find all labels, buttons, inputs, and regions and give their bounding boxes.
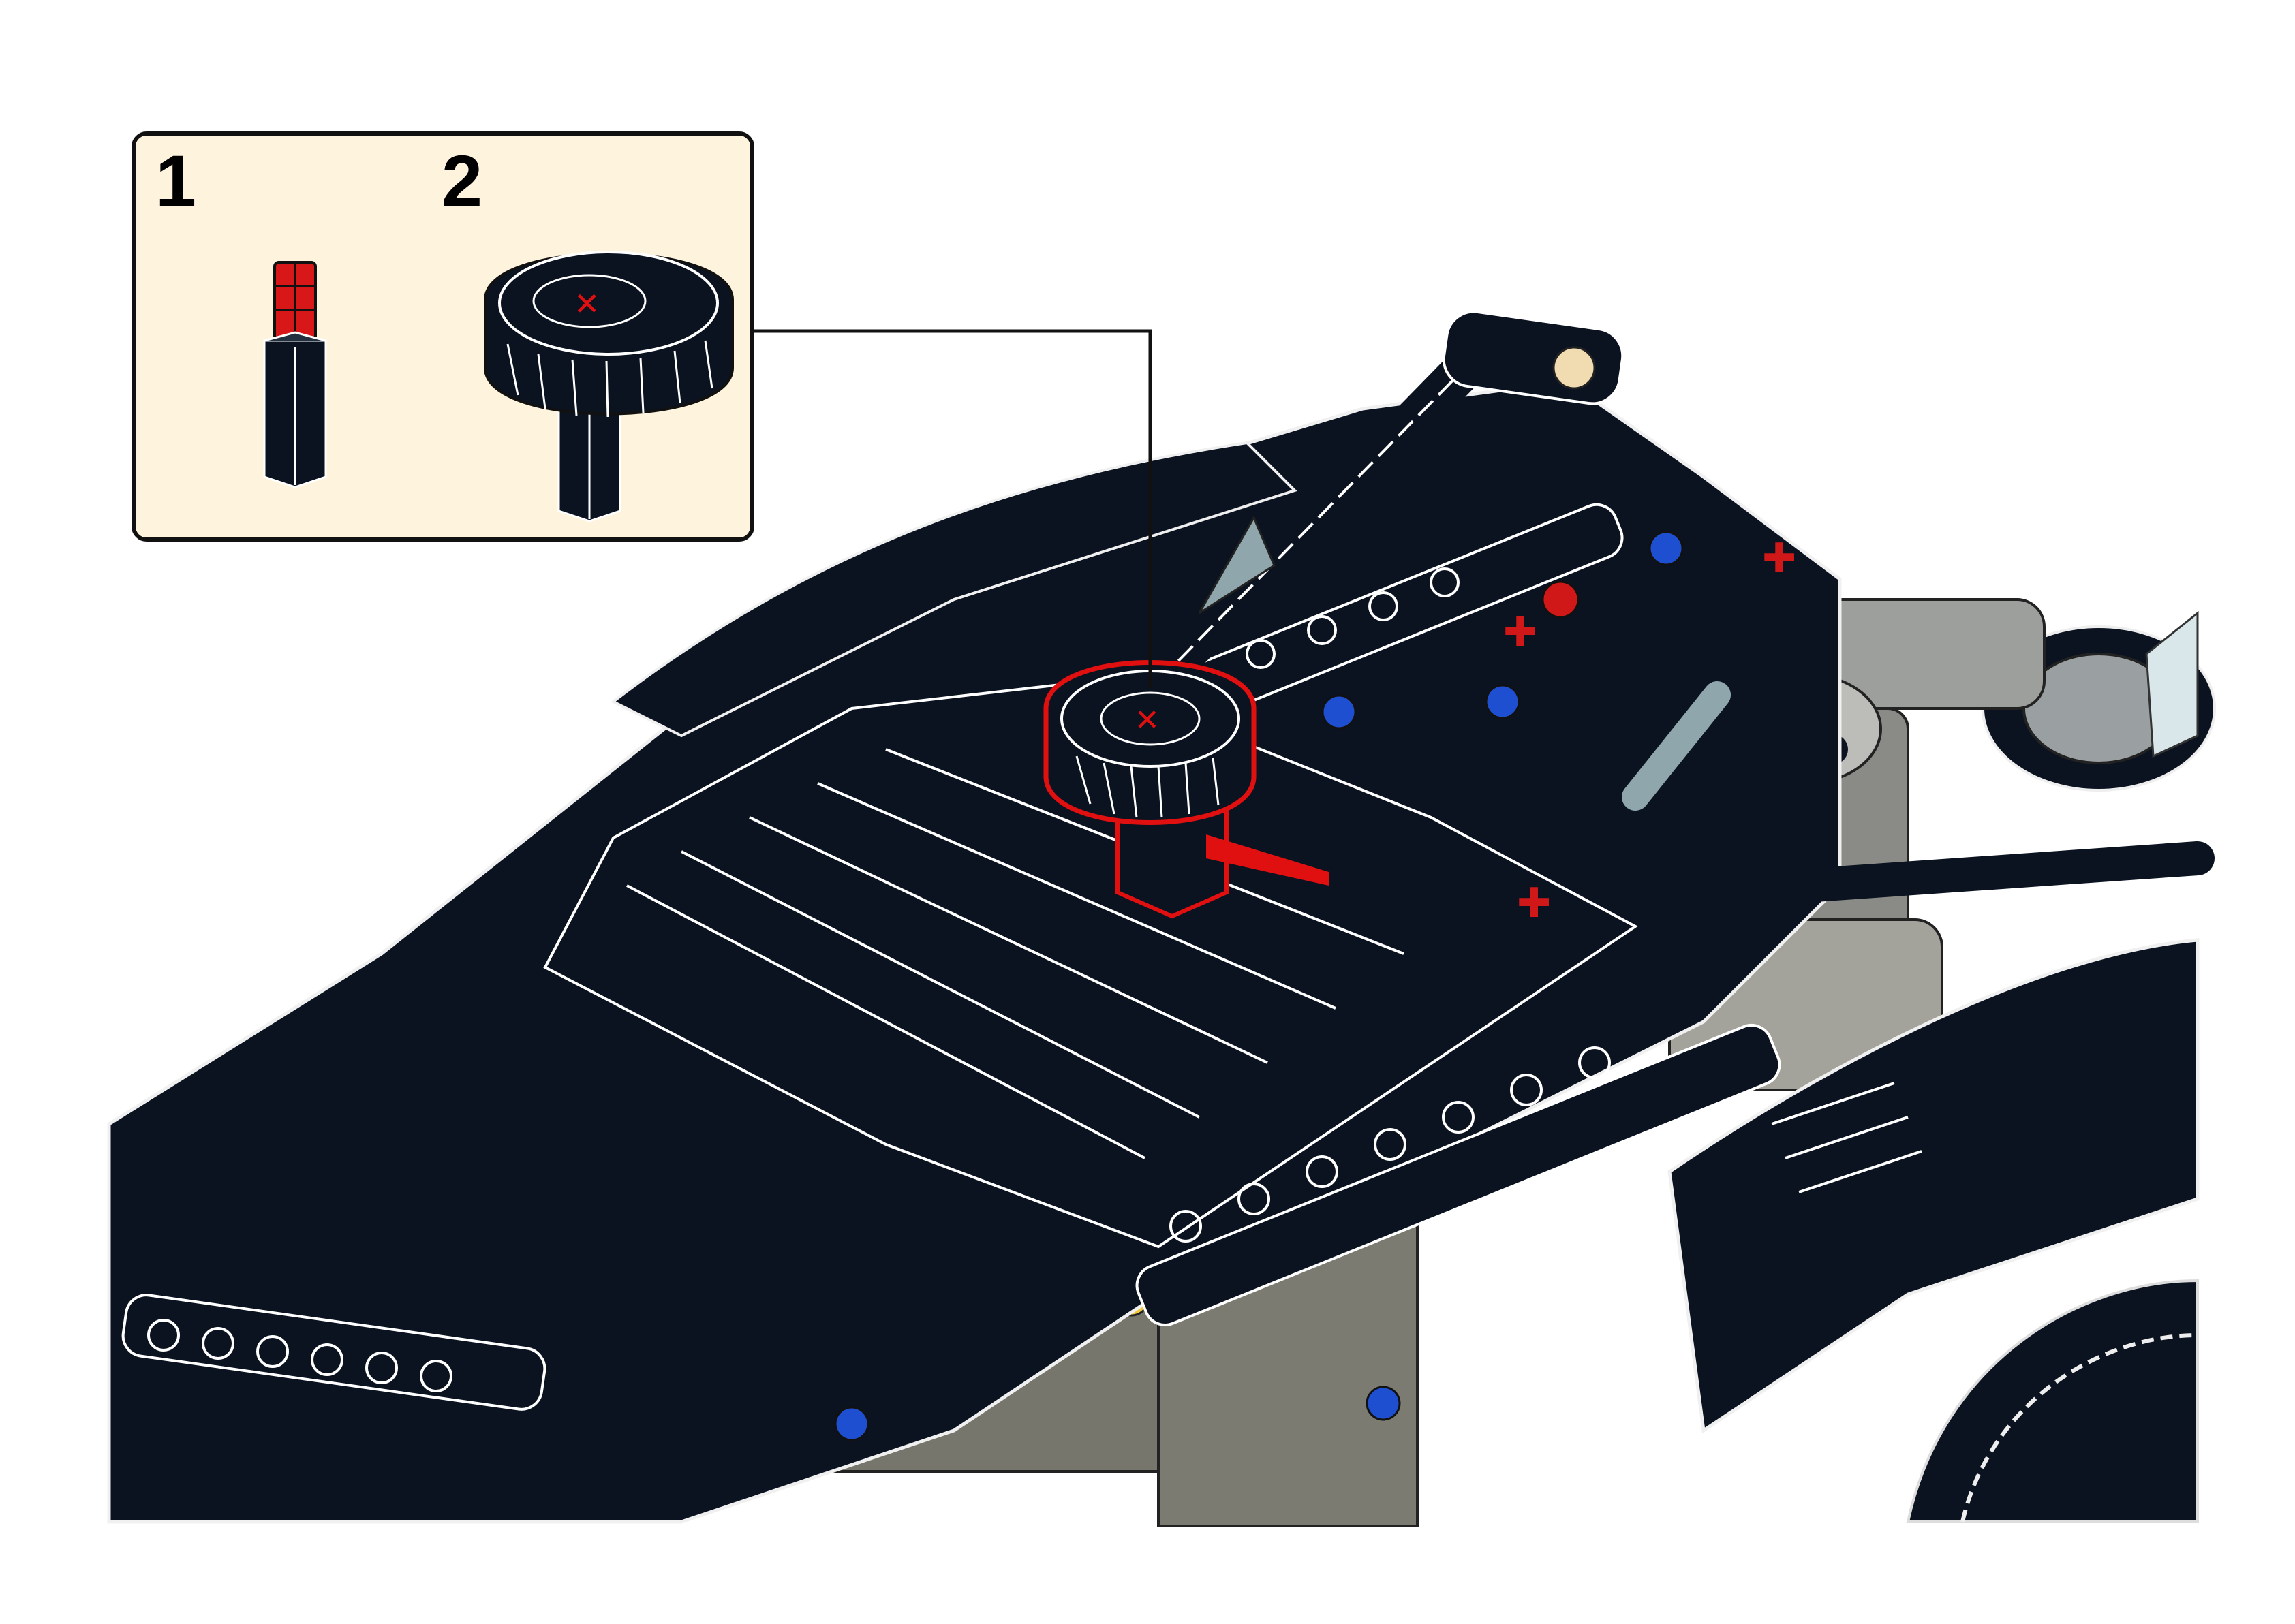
- svg-text:✚: ✚: [1517, 879, 1551, 927]
- substep-number-2: 2: [442, 140, 483, 222]
- front-wheel: [1906, 1279, 2199, 1523]
- beam-right: [1135, 1024, 1781, 1326]
- pins: ✚ ✚ ✚: [834, 531, 1796, 1441]
- substep-number-1: 1: [155, 140, 197, 222]
- top-connector: [1442, 310, 1624, 405]
- pointer-line: [754, 329, 1152, 688]
- svg-text:✕: ✕: [1135, 703, 1160, 738]
- left-fender: [611, 441, 1297, 738]
- placed-gear-highlight: ✕: [1043, 660, 1329, 919]
- shock-right: [1622, 681, 2215, 903]
- svg-text:✚: ✚: [1503, 608, 1537, 656]
- top-deck: [543, 679, 1638, 1249]
- shock-left: [1138, 347, 1485, 702]
- beam-left: [121, 1294, 546, 1411]
- svg-text:✚: ✚: [1762, 535, 1796, 582]
- car-model: ✚ ✚ ✚: [107, 310, 2216, 1527]
- deck-ribs: [626, 748, 1404, 1159]
- right-fender: [1667, 938, 2200, 1434]
- vents: [1771, 1082, 1922, 1193]
